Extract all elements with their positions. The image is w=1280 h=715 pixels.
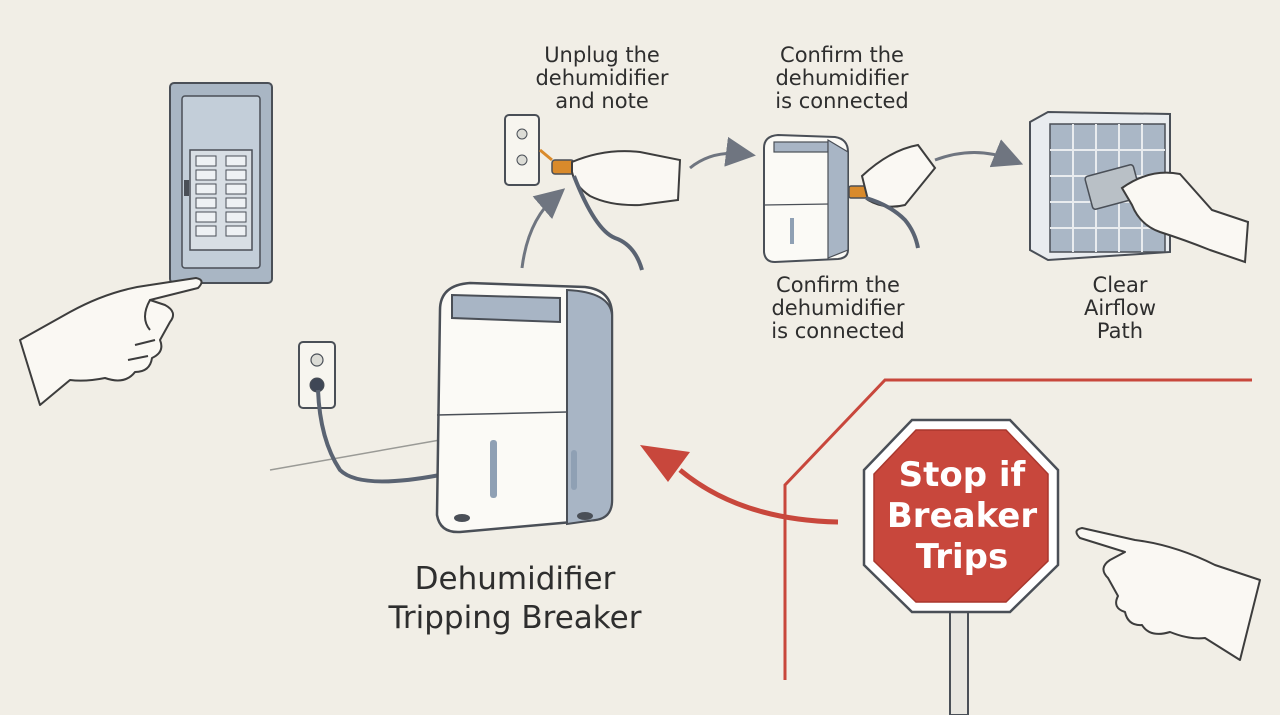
unplug-label-line: dehumidifier: [535, 66, 669, 91]
stop-section-bracket: [783, 378, 1252, 680]
unplug-step-label: Unplug the dehumidifier and note: [522, 43, 682, 114]
stop-sign-line: Trips: [915, 536, 1009, 577]
title-line: Tripping Breaker: [388, 599, 642, 636]
diagram-title: Dehumidifier Tripping Breaker: [360, 560, 670, 638]
stop-sign-icon: [862, 418, 1060, 715]
clear-label-line: Airflow: [1083, 296, 1157, 321]
floor-line: [269, 439, 441, 471]
unplug-label-line: Unplug the: [544, 43, 660, 67]
confirm-label-line: Confirm the: [780, 43, 904, 67]
breaker-panel-icon: [169, 82, 273, 284]
arrow-to-airflow: [934, 139, 1024, 168]
confirm-connected-label-top: Confirm the dehumidifier is connected: [752, 43, 932, 114]
clear-label-line: Clear: [1092, 273, 1148, 297]
arrow-to-confirm: [689, 136, 756, 170]
clear-airflow-label: Clear Airflow Path: [1060, 273, 1180, 344]
dehumidifier-icon: [435, 281, 614, 534]
confirm-label-line: dehumidifier: [775, 66, 909, 91]
confirm-connected-label-bottom: Confirm the dehumidifier is connected: [748, 273, 928, 344]
stop-sign-line: Stop if: [898, 455, 1026, 495]
pointing-hand-icon: [19, 277, 203, 406]
warning-arrowhead: [640, 445, 690, 482]
connect-hand-icon: [848, 143, 937, 249]
confirm-label-line: is connected: [775, 89, 909, 114]
stop-sign-text: Stop if Breaker Trips: [872, 455, 1052, 577]
wall-outlet-icon: [298, 341, 336, 409]
title-line: Dehumidifier: [414, 561, 616, 597]
confirm-label-line: Confirm the: [776, 273, 900, 297]
power-cord: [316, 389, 441, 484]
stop-sign-line: Breaker: [886, 495, 1038, 536]
pointing-hand-right-icon: [1075, 527, 1261, 661]
warning-arrow: [678, 468, 839, 525]
small-dehumidifier-icon: [763, 133, 849, 264]
top-wall-outlet-icon: [504, 114, 540, 186]
unplug-label-line: and note: [555, 89, 649, 114]
confirm-label-line: dehumidifier: [771, 296, 905, 321]
cleaning-hand-icon: [1120, 171, 1250, 264]
arrow-to-unplug: [520, 188, 566, 269]
unplug-hand-icon: [539, 148, 682, 271]
confirm-label-line: is connected: [771, 319, 905, 344]
clear-label-line: Path: [1096, 319, 1144, 344]
